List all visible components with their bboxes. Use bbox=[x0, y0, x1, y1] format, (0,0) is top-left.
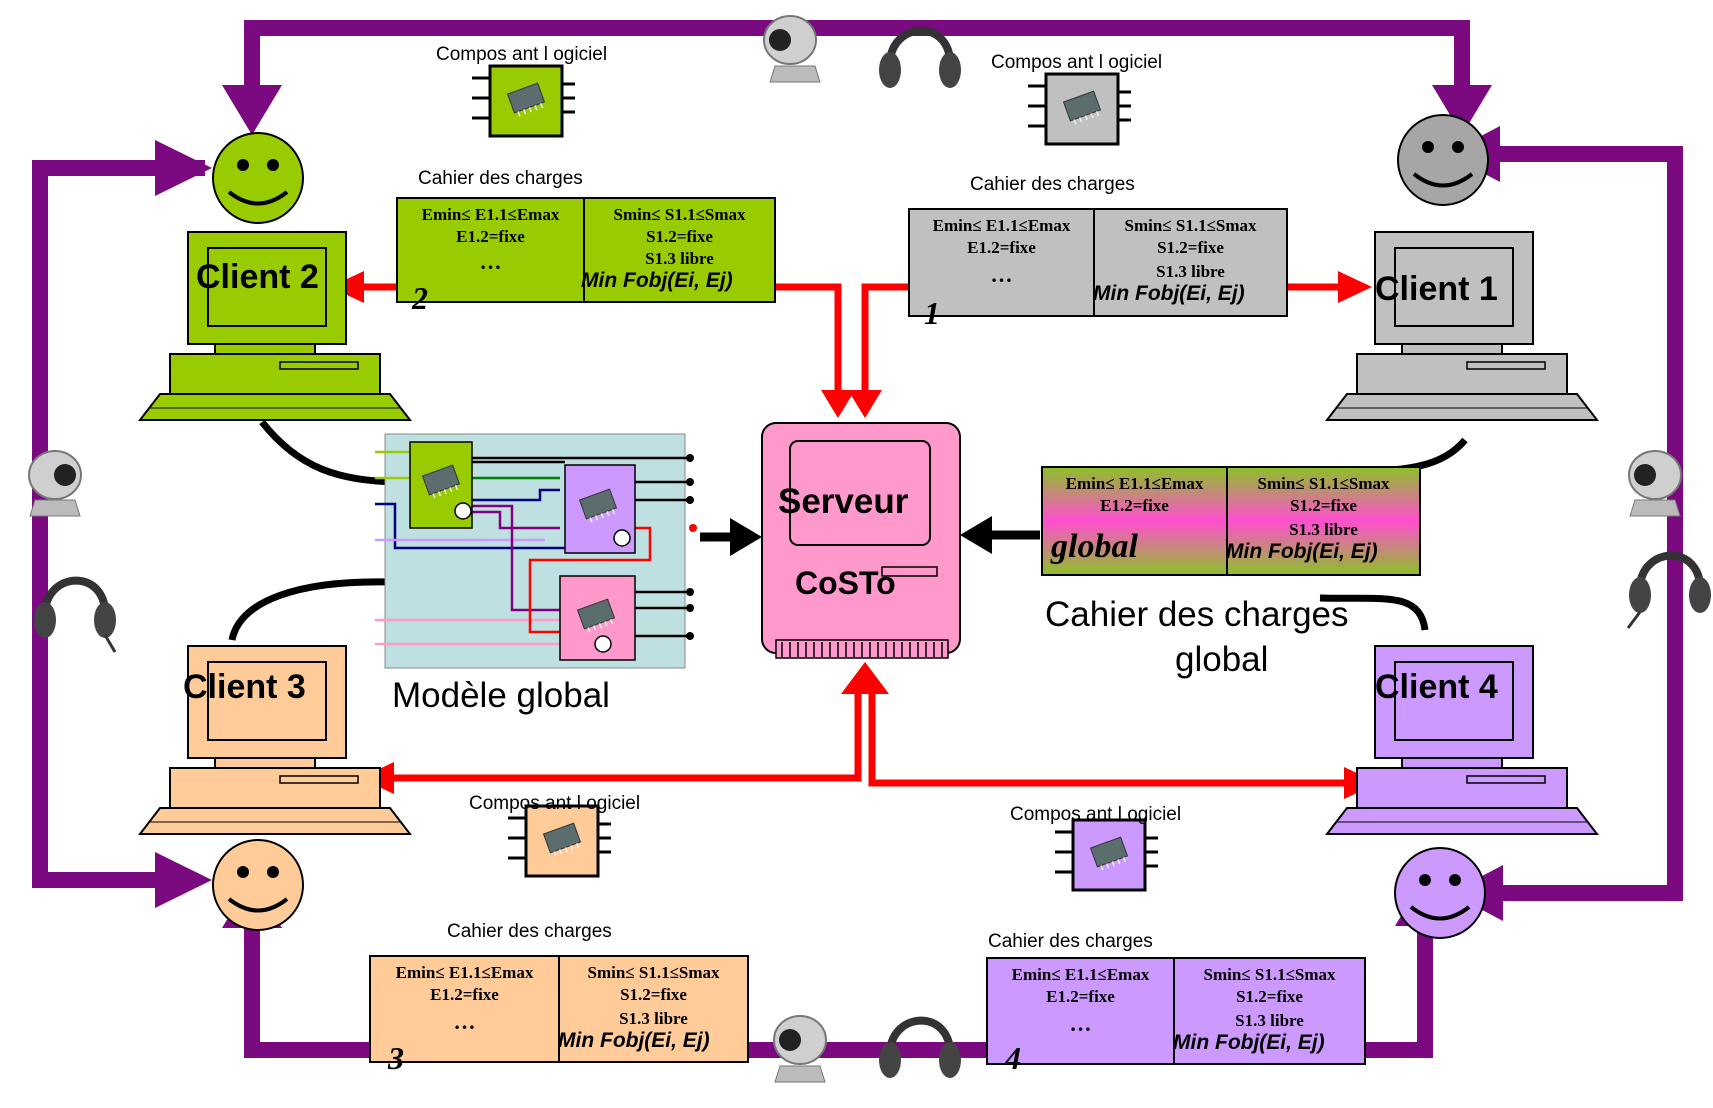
webcam-icon bbox=[1628, 450, 1682, 517]
spec-number: 1 bbox=[924, 295, 940, 331]
client-3-label: Client 3 bbox=[183, 668, 306, 706]
red-arrows bbox=[360, 283, 1350, 787]
chip-icon bbox=[472, 64, 575, 138]
spec-table-global: Emin≤ E1.1≤Emax E1.2=fixe global Smin≤ S… bbox=[1041, 466, 1421, 576]
e-range: Emin≤ E1.1≤Emax bbox=[1065, 474, 1204, 493]
component-label: Compos ant l ogiciel bbox=[991, 52, 1163, 73]
e-range: Emin≤ E1.1≤Emax bbox=[1011, 965, 1150, 984]
objective: Min Fobj(Ei, Ej) bbox=[581, 269, 733, 292]
s-fixed: S1.2=fixe bbox=[1157, 238, 1224, 257]
purple-communication-loops bbox=[32, 20, 1683, 1058]
s-range: Smin≤ S1.1≤Smax bbox=[1257, 474, 1390, 493]
arrow-down-client1 bbox=[1432, 85, 1492, 135]
headset-icon bbox=[879, 26, 961, 88]
arrow-right-client3 bbox=[155, 852, 212, 908]
dots: … bbox=[479, 249, 502, 274]
dots: … bbox=[1069, 1011, 1092, 1036]
client-2-label: Client 2 bbox=[196, 258, 319, 296]
spec-table-client1: Emin≤ E1.1≤Emax E1.2=fixe … Smin≤ S1.1≤S… bbox=[908, 208, 1288, 317]
e-range: Emin≤ E1.1≤Emax bbox=[395, 963, 534, 982]
headset-icon bbox=[34, 576, 117, 653]
e-fixed: E1.2=fixe bbox=[430, 985, 499, 1004]
s-range: Smin≤ S1.1≤Smax bbox=[1203, 965, 1336, 984]
computer-icon bbox=[137, 231, 413, 421]
spec-title: Cahier des charges bbox=[447, 921, 612, 942]
e-fixed: E1.2=fixe bbox=[1046, 987, 1115, 1006]
black-arrows bbox=[700, 516, 1040, 556]
e-fixed: E1.2=fixe bbox=[456, 227, 525, 246]
spec-number: 3 bbox=[388, 1040, 404, 1076]
server-name: CoSTo bbox=[795, 565, 896, 601]
spec-table-client2: Emin≤ E1.1≤Emax E1.2=fixe … Smin≤ S1.1≤S… bbox=[396, 197, 776, 303]
spec-number: 2 bbox=[412, 280, 428, 316]
spec-table-client4: Emin≤ E1.1≤Emax E1.2=fixe … Smin≤ S1.1≤S… bbox=[986, 957, 1366, 1065]
smiley-icon bbox=[1394, 847, 1486, 939]
computer-icon bbox=[137, 645, 413, 835]
server-label: Serveur bbox=[778, 482, 909, 521]
red-arrowheads bbox=[330, 271, 1378, 799]
s-fixed: S1.2=fixe bbox=[646, 227, 713, 246]
s-fixed: S1.2=fixe bbox=[620, 985, 687, 1004]
webcam-icon bbox=[763, 15, 821, 83]
client-1-label: Client 1 bbox=[1375, 270, 1498, 308]
webcam-icon bbox=[773, 1015, 827, 1083]
chip-icon bbox=[1028, 72, 1131, 146]
component-label: Compos ant l ogiciel bbox=[436, 44, 608, 65]
component-label: Compos ant l ogiciel bbox=[469, 793, 641, 814]
spec-number: 4 bbox=[1005, 1040, 1021, 1076]
s-fixed: S1.2=fixe bbox=[1236, 987, 1303, 1006]
spec-table-client3: Emin≤ E1.1≤Emax E1.2=fixe … Smin≤ S1.1≤S… bbox=[369, 955, 749, 1063]
spec-title: Cahier des charges bbox=[988, 931, 1153, 952]
s-range: Smin≤ S1.1≤Smax bbox=[587, 963, 720, 982]
s-range: Smin≤ S1.1≤Smax bbox=[1124, 216, 1257, 235]
spec-title: Cahier des charges bbox=[418, 168, 583, 189]
s-free: S1.3 libre bbox=[1235, 1011, 1304, 1030]
computer-icon bbox=[1324, 231, 1600, 421]
objective: Min Fobj(Ei, Ej) bbox=[1226, 540, 1378, 563]
global-word: global bbox=[1051, 528, 1138, 565]
computer-icon bbox=[1324, 645, 1600, 835]
e-fixed: E1.2=fixe bbox=[1100, 496, 1169, 515]
objective: Min Fobj(Ei, Ej) bbox=[1173, 1031, 1325, 1054]
s-fixed: S1.2=fixe bbox=[1290, 496, 1357, 515]
arrow-right-client2 bbox=[155, 140, 212, 196]
spec-title: Cahier des charges bbox=[970, 174, 1135, 195]
e-fixed: E1.2=fixe bbox=[967, 238, 1036, 257]
s-free: S1.3 libre bbox=[619, 1009, 688, 1028]
smiley-icon bbox=[212, 132, 304, 224]
s-free: S1.3 libre bbox=[1289, 520, 1358, 539]
headset-icon bbox=[879, 1016, 961, 1078]
client-4-label: Client 4 bbox=[1375, 668, 1498, 706]
e-range: Emin≤ E1.1≤Emax bbox=[932, 216, 1071, 235]
dots: … bbox=[990, 262, 1013, 287]
dots: … bbox=[453, 1009, 476, 1034]
component-label: Compos ant l ogiciel bbox=[1010, 804, 1182, 825]
s-range: Smin≤ S1.1≤Smax bbox=[613, 205, 746, 224]
objective: Min Fobj(Ei, Ej) bbox=[558, 1029, 710, 1052]
global-spec-label-2: global bbox=[1175, 640, 1269, 679]
arrow-down-client2 bbox=[222, 85, 282, 135]
webcam-icon bbox=[28, 450, 82, 517]
server-machine bbox=[761, 422, 961, 659]
s-free: S1.3 libre bbox=[645, 249, 714, 268]
smiley-icon bbox=[212, 839, 304, 931]
s-free: S1.3 libre bbox=[1156, 262, 1225, 281]
global-spec-label: Cahier des charges bbox=[1045, 595, 1349, 634]
chip-icon bbox=[508, 804, 611, 878]
e-range: Emin≤ E1.1≤Emax bbox=[421, 205, 560, 224]
global-model-schematic bbox=[375, 433, 697, 669]
smiley-icon bbox=[1397, 114, 1489, 206]
objective: Min Fobj(Ei, Ej) bbox=[1093, 282, 1245, 305]
chip-icon bbox=[1055, 818, 1158, 892]
global-model-label: Modèle global bbox=[392, 676, 610, 715]
headset-icon bbox=[1626, 551, 1711, 629]
